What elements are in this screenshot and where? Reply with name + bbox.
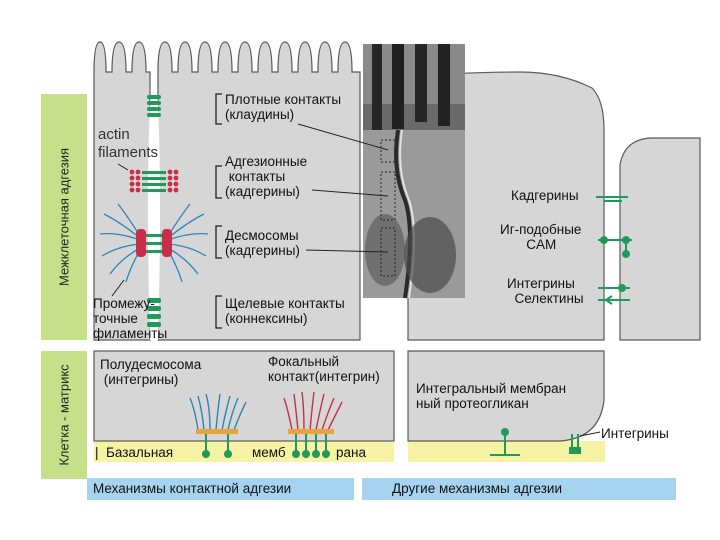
integrin-selectin-marker [598, 284, 630, 305]
side-label-cell-matrix: Клетка - матрикс [41, 351, 87, 479]
desmosome [99, 203, 209, 283]
bottom-bar-other-adhesion: Другие механизмы адгезии [362, 478, 676, 500]
basal-membrane-left [94, 441, 394, 462]
label-desmosomes: Десмосомы (кадгерины) [225, 228, 300, 258]
hemidesmosome [189, 393, 247, 458]
cell-left-upper [93, 41, 151, 341]
label-proteoglycan: Интегральный мембран ный протеогликан [416, 381, 567, 411]
label-actin-filaments: actin filaments [98, 126, 159, 161]
cell-center-upper [157, 41, 361, 341]
label-intermediate-filaments: Промежу- точные филаменты [93, 296, 168, 341]
basal-membrane-right [408, 441, 605, 462]
integrin-right-marker [569, 431, 601, 454]
label-basal-part-1: | Базальная [95, 445, 174, 460]
ig-cam-marker [598, 236, 632, 258]
label-basal-part-3: рана [336, 445, 366, 460]
label-tight-junctions: Плотные контакты (клаудины) [225, 92, 342, 122]
label-basal-part-2: мемб [252, 445, 286, 460]
label-brackets [215, 93, 222, 329]
gap-junction [147, 298, 161, 327]
bottom-bar-contact-adhesion: Механизмы контактной адгезии [87, 478, 354, 500]
tight-junction [147, 95, 161, 117]
proteoglycan-marker [490, 428, 520, 456]
label-hemidesmosome: Полудесмосома (интегрины) [100, 357, 202, 387]
label-cadherins: Кадгерины [511, 188, 579, 203]
cell-right-lower [407, 350, 605, 442]
label-integrins-selectins: Интегрины Селектины [507, 276, 584, 306]
cadherin-marker [596, 196, 628, 202]
cell-left-lower [93, 350, 395, 442]
em-micrograph [363, 44, 465, 299]
label-gap-junctions: Щелевые контакты (коннексины) [225, 296, 345, 326]
intercellular-cleft [148, 100, 160, 340]
label-integrins-right: Интегрины [601, 426, 669, 441]
label-ig-cam: Иг-подобные CAM [500, 222, 582, 252]
label-focal-contact: Фокальный контакт(интегрин) [268, 354, 380, 384]
focal-contact [283, 391, 343, 458]
cell-far-right [619, 137, 701, 341]
label-adherens-junctions: Адгезионные контакты (кадгерины) [225, 154, 308, 199]
leader-lines [111, 123, 389, 297]
adherens-junction [129, 169, 179, 193]
side-label-cell-cell: Межклеточная адгезия [41, 94, 87, 340]
